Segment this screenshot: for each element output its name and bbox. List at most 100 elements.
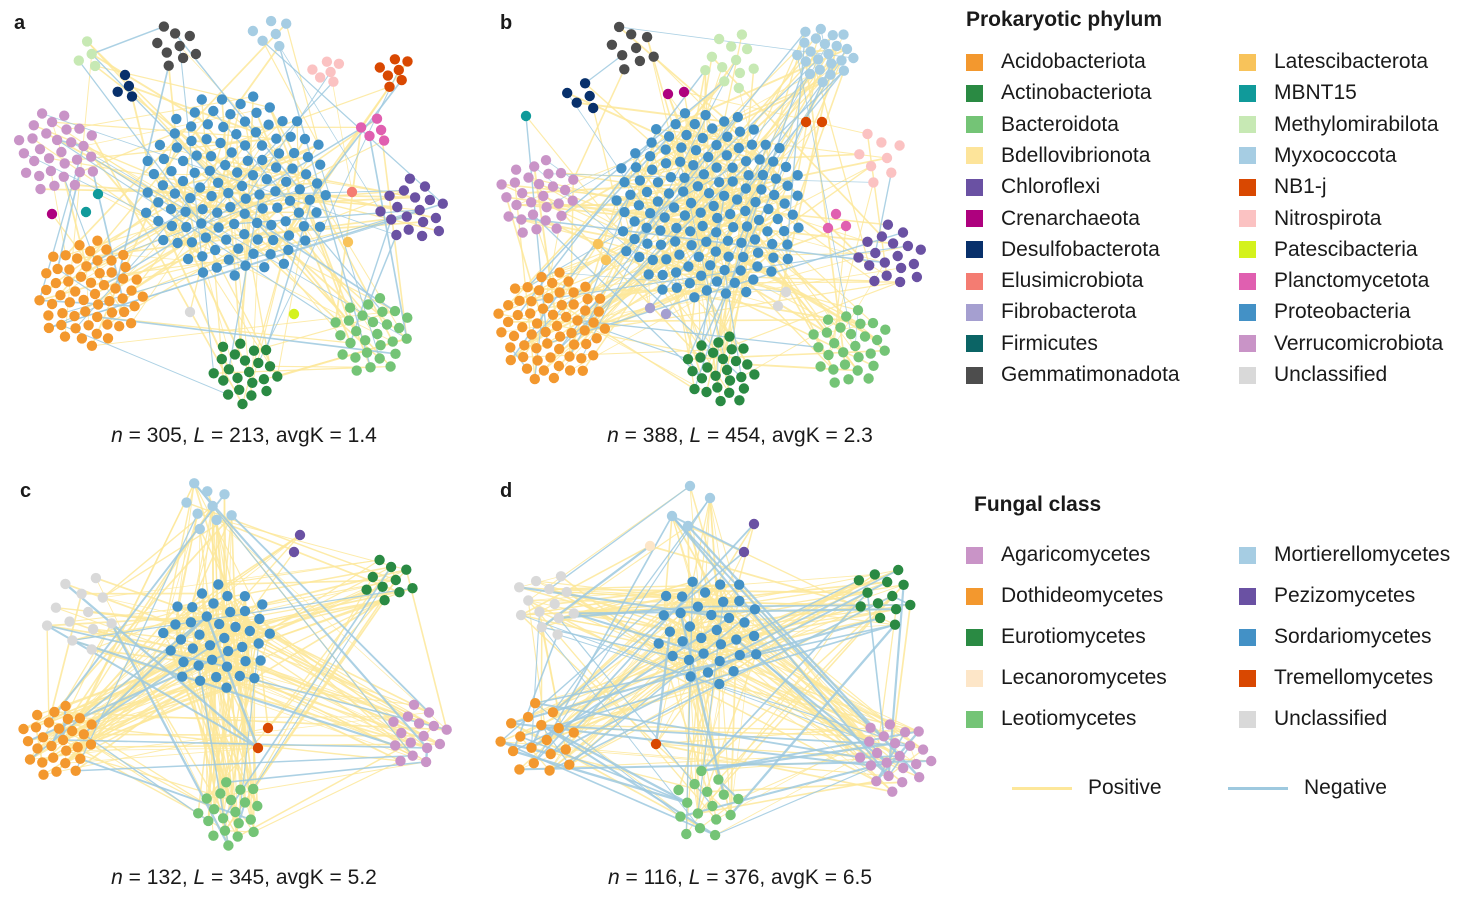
panel-d-node-sordariomycetes bbox=[711, 624, 722, 636]
panel-a-node-nitrospirota bbox=[321, 56, 333, 67]
panel-a-n: 305 bbox=[146, 424, 182, 447]
panel-a-node-proteobacteria bbox=[270, 162, 282, 173]
panel-d-negative-edge bbox=[533, 497, 711, 764]
panel-a-node-proteobacteria bbox=[223, 187, 234, 199]
panel-c-node-dothideomycetes bbox=[74, 713, 86, 724]
panel-d-node-sordariomycetes bbox=[698, 648, 709, 659]
panel-b-node-desulfobacterota bbox=[584, 90, 595, 102]
panel-b-node-proteobacteria bbox=[722, 235, 734, 246]
panel-c-stats: n = 132, L = 345, avgK = 5.2 bbox=[111, 866, 377, 889]
panel-a-node-chloroflexi bbox=[424, 194, 436, 206]
panel-d-node-leotiomycetes bbox=[702, 786, 713, 797]
panel-d-positive-edge bbox=[883, 735, 924, 751]
panel-d-node-unclassified bbox=[514, 582, 525, 593]
panel-a-node-proteobacteria bbox=[288, 147, 300, 159]
panel-c-negative-edge bbox=[239, 675, 447, 731]
prokaryotic-legend-swatch bbox=[966, 210, 983, 227]
panel-d-negative-edge bbox=[548, 485, 691, 590]
panel-d-node-sordariomycetes bbox=[696, 632, 707, 644]
panel-b-node-proteobacteria bbox=[665, 172, 677, 183]
panel-a-node-acidobacteriota bbox=[129, 301, 140, 312]
panel-a-node-verrucomicrobiota bbox=[49, 180, 60, 191]
panel-a-node-acidobacteriota bbox=[92, 311, 103, 323]
panel-a-negative-edge bbox=[368, 135, 408, 339]
panel-a-positive-edge bbox=[131, 207, 264, 292]
panel-b-node-myxococcota bbox=[827, 30, 838, 41]
panel-c-node-sordariomycetes bbox=[158, 627, 169, 639]
panel-b-node-proteobacteria bbox=[663, 188, 675, 199]
panel-a-node-acidobacteriota bbox=[75, 271, 87, 282]
panel-c-node-sordariomycetes bbox=[230, 621, 241, 633]
prokaryotic-legend-label: Actinobacteriota bbox=[1001, 81, 1152, 105]
panel-b-node-proteobacteria bbox=[748, 124, 759, 135]
panel-a-node-proteobacteria bbox=[251, 107, 262, 119]
panel-a-node-actinobacteriota bbox=[229, 349, 241, 360]
panel-d-node-unclassified bbox=[552, 629, 563, 640]
panel-c-node-unclassified bbox=[86, 644, 97, 655]
panel-c-node-unclassified bbox=[87, 623, 99, 635]
panel-c-node-sordariomycetes bbox=[249, 673, 260, 684]
panel-a-node-proteobacteria bbox=[153, 215, 164, 227]
panel-a-node-proteobacteria bbox=[181, 221, 192, 233]
panel-a-node-proteobacteria bbox=[277, 116, 288, 127]
panel-a-node-actinobacteriota bbox=[239, 355, 251, 366]
panel-a-node-chloroflexi bbox=[391, 229, 402, 241]
panel-a-node-proteobacteria bbox=[229, 218, 240, 230]
panel-c-node-dothideomycetes bbox=[60, 758, 71, 769]
panel-a-stats: n = 305, L = 213, avgK = 1.4 bbox=[111, 424, 377, 447]
panel-d-node-dothideomycetes bbox=[526, 742, 537, 753]
panel-b-node-proteobacteria bbox=[683, 261, 694, 272]
panel-b-node-verrucomicrobiota bbox=[529, 161, 540, 172]
panel-d-positive-edge bbox=[669, 631, 720, 662]
panel-a-node-proteobacteria bbox=[264, 102, 275, 113]
panel-d-node-leotiomycetes bbox=[718, 789, 729, 800]
panel-d-stats: n = 116, L = 376, avgK = 6.5 bbox=[607, 866, 873, 889]
panel-b-node-proteobacteria bbox=[711, 162, 722, 173]
panel-a-node-proteobacteria bbox=[314, 221, 326, 232]
panel-b-node-acidobacteriota bbox=[568, 299, 579, 310]
panel-a-negative-edge bbox=[278, 45, 372, 368]
panel-c-node-sordariomycetes bbox=[208, 598, 219, 609]
panel-b-node-chloroflexi bbox=[864, 260, 875, 271]
prokaryotic-legend-item: Methylomirabilota bbox=[1239, 110, 1439, 140]
panel-d-positive-edge bbox=[690, 675, 919, 733]
panel-c-node-sordariomycetes bbox=[196, 588, 208, 599]
panel-a-node-acidobacteriota bbox=[118, 306, 130, 318]
panel-a-node-gemmatimonadota bbox=[174, 40, 185, 52]
prokaryotic-legend-item: Planctomycetota bbox=[1239, 266, 1429, 296]
panel-b-node-methylomirabilota bbox=[719, 76, 730, 87]
panel-c-node-sordariomycetes bbox=[187, 643, 198, 654]
panel-b-node-chloroflexi bbox=[869, 275, 880, 287]
panel-b-positive-edge bbox=[664, 216, 772, 273]
panel-a-node-nitrospirota bbox=[333, 58, 345, 69]
prokaryotic-legend-swatch bbox=[966, 303, 983, 321]
panel-b-node-bacteroidota bbox=[808, 329, 819, 340]
fungal-legend-item: Lecanoromycetes bbox=[966, 663, 1167, 693]
panel-a-node-verrucomicrobiota bbox=[36, 108, 48, 119]
panel-d-negative-edge bbox=[530, 611, 541, 748]
panel-a-node-methylomirabilota bbox=[73, 55, 85, 66]
prokaryotic-legend-item: Elusimicrobiota bbox=[966, 266, 1143, 296]
panel-c-node-sordariomycetes bbox=[240, 656, 251, 667]
panel-b-node-latescibacterota bbox=[600, 254, 612, 266]
panel-c-node-unclassified bbox=[106, 618, 117, 629]
panel-a-node-gemmatimonadota bbox=[177, 52, 189, 64]
panel-b-node-proteobacteria bbox=[752, 261, 763, 272]
panel-a-node-proteobacteria bbox=[299, 133, 311, 145]
panel-a-letter: a bbox=[14, 12, 26, 34]
panel-c-negative-edge bbox=[230, 514, 430, 714]
panel-a-node-planctomycetota bbox=[378, 135, 390, 146]
panel-d-node-sordariomycetes bbox=[715, 579, 726, 590]
panel-b-node-actinobacteriota bbox=[749, 369, 760, 380]
panel-b-node-chloroflexi bbox=[895, 262, 907, 274]
panel-c-node-sordariomycetes bbox=[219, 632, 230, 644]
panel-d-negative-edge bbox=[552, 551, 745, 713]
panel-b-node-verrucomicrobiota bbox=[527, 209, 539, 220]
panel-c-node-dothideomycetes bbox=[53, 723, 65, 734]
panel-a-node-acidobacteriota bbox=[104, 295, 115, 307]
panel-a-node-actinobacteriota bbox=[264, 361, 276, 372]
panel-b-node-fibrobacterota bbox=[660, 308, 672, 320]
panel-d-node-agaricomycetes bbox=[897, 777, 908, 788]
panel-c-positive-edge bbox=[199, 528, 239, 837]
prokaryotic-legend-label: NB1-j bbox=[1274, 175, 1327, 199]
